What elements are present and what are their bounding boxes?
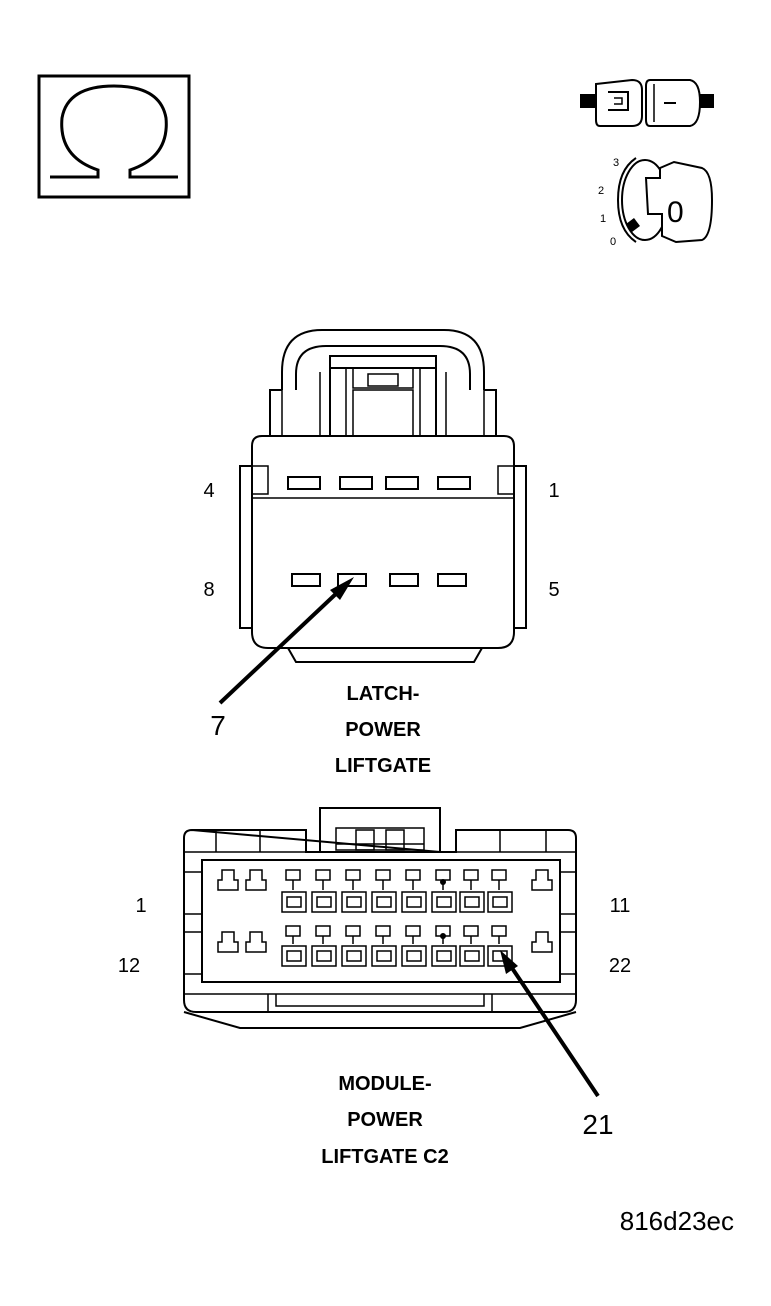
ignition-key-label: 0 xyxy=(667,196,684,229)
pin-slot xyxy=(437,573,467,587)
ohm-icon xyxy=(37,74,191,199)
module-pin-label-12: 12 xyxy=(118,955,140,977)
module-pin-label-22: 22 xyxy=(609,955,631,977)
pin-slot xyxy=(339,476,373,490)
module-connector xyxy=(183,807,577,1029)
latch-pin-label-4: 4 xyxy=(203,480,214,502)
module-name-line-3: LIFTGATE C2 xyxy=(321,1146,448,1168)
latch-name-line-3: LIFTGATE xyxy=(335,755,431,777)
module-pin-label-1: 1 xyxy=(135,895,146,917)
connector-disconnected-icon xyxy=(580,78,714,127)
module-pin-label-11: 11 xyxy=(610,895,631,917)
pin-slot xyxy=(291,573,321,587)
callout-label-21: 21 xyxy=(582,1109,613,1140)
pin-slot xyxy=(287,476,321,490)
latch-pin-label-1: 1 xyxy=(548,480,559,502)
pin-slot-7 xyxy=(337,573,367,587)
ignition-key-icon: 3 2 1 0 0 xyxy=(598,157,714,248)
pin-slot xyxy=(385,476,419,490)
callout-label-7: 7 xyxy=(210,710,226,741)
pin-slot xyxy=(437,476,471,490)
latch-name-line-2: POWER xyxy=(345,719,421,741)
figure-id: 816d23ec xyxy=(620,1206,734,1236)
ignition-pos-0: 0 xyxy=(610,236,616,248)
ignition-pos-3: 3 xyxy=(613,157,619,169)
ignition-pos-2: 2 xyxy=(598,185,604,197)
ignition-pos-1: 1 xyxy=(600,213,606,225)
pin-slot xyxy=(389,573,419,587)
callout-arrow-7 xyxy=(218,577,354,705)
latch-pin-label-5: 5 xyxy=(548,579,559,601)
module-name-line-2: POWER xyxy=(347,1109,423,1131)
pin-slot-21 xyxy=(487,925,513,967)
latch-connector xyxy=(239,329,527,663)
module-name-line-1: MODULE- xyxy=(338,1073,431,1095)
latch-pin-label-8: 8 xyxy=(203,579,214,601)
latch-name-line-1: LATCH- xyxy=(347,683,420,705)
callout-arrow-21 xyxy=(500,950,600,1098)
